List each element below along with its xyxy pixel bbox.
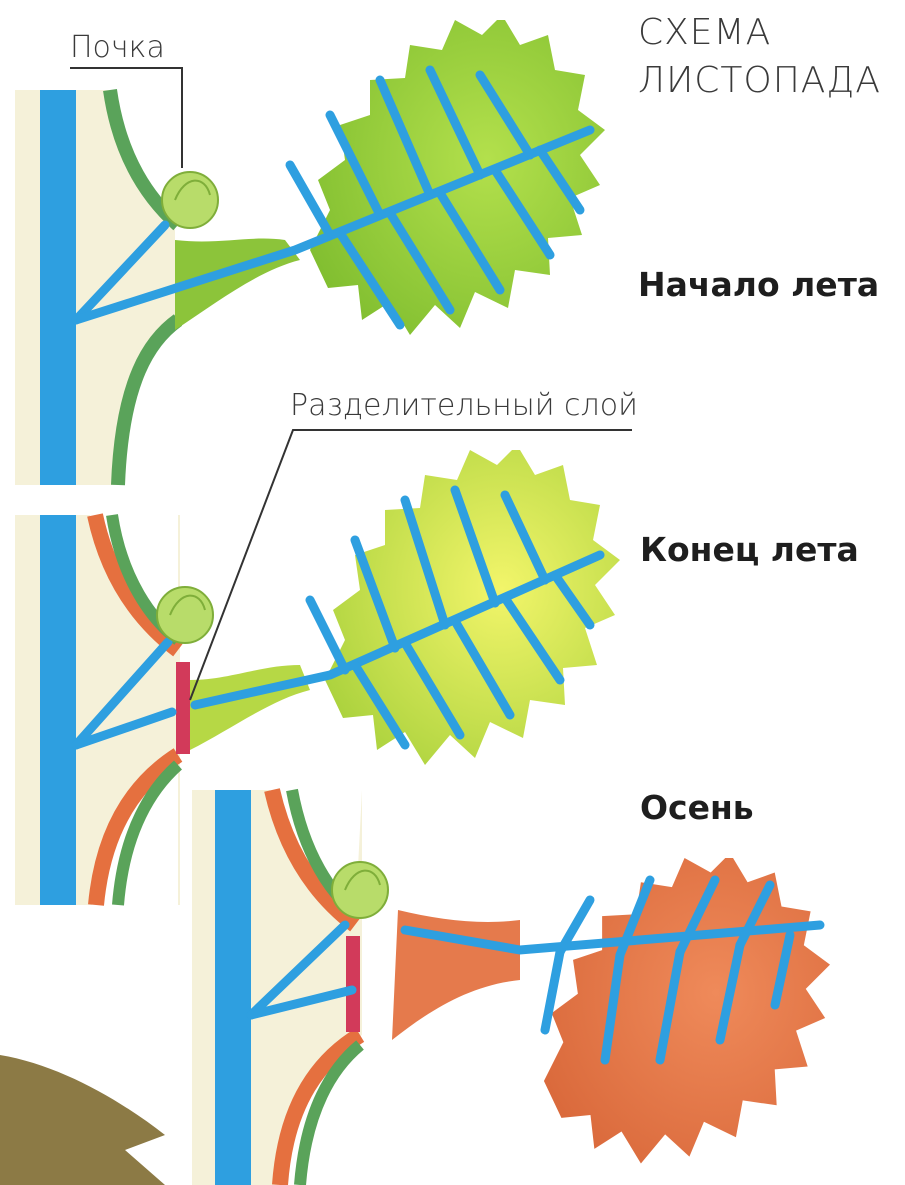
- stage-label-autumn: Осень: [640, 788, 754, 827]
- stage-3-diagram: [192, 790, 830, 1185]
- bud-icon: [332, 862, 388, 918]
- diagram-title-line-2: ЛИСТОПАДА: [638, 60, 881, 102]
- diagram-title-line-1: СХЕМА: [638, 12, 771, 54]
- dry-leaf-decoration: [0, 1055, 165, 1185]
- stage-label-late-summer: Конец лета: [640, 530, 859, 569]
- separation-layer-label: Разделительный слой: [290, 388, 638, 423]
- bud-label: Почка: [70, 30, 165, 65]
- bud-icon: [157, 587, 213, 643]
- stage-label-early-summer: Начало лета: [638, 265, 879, 304]
- bud-icon: [162, 172, 218, 228]
